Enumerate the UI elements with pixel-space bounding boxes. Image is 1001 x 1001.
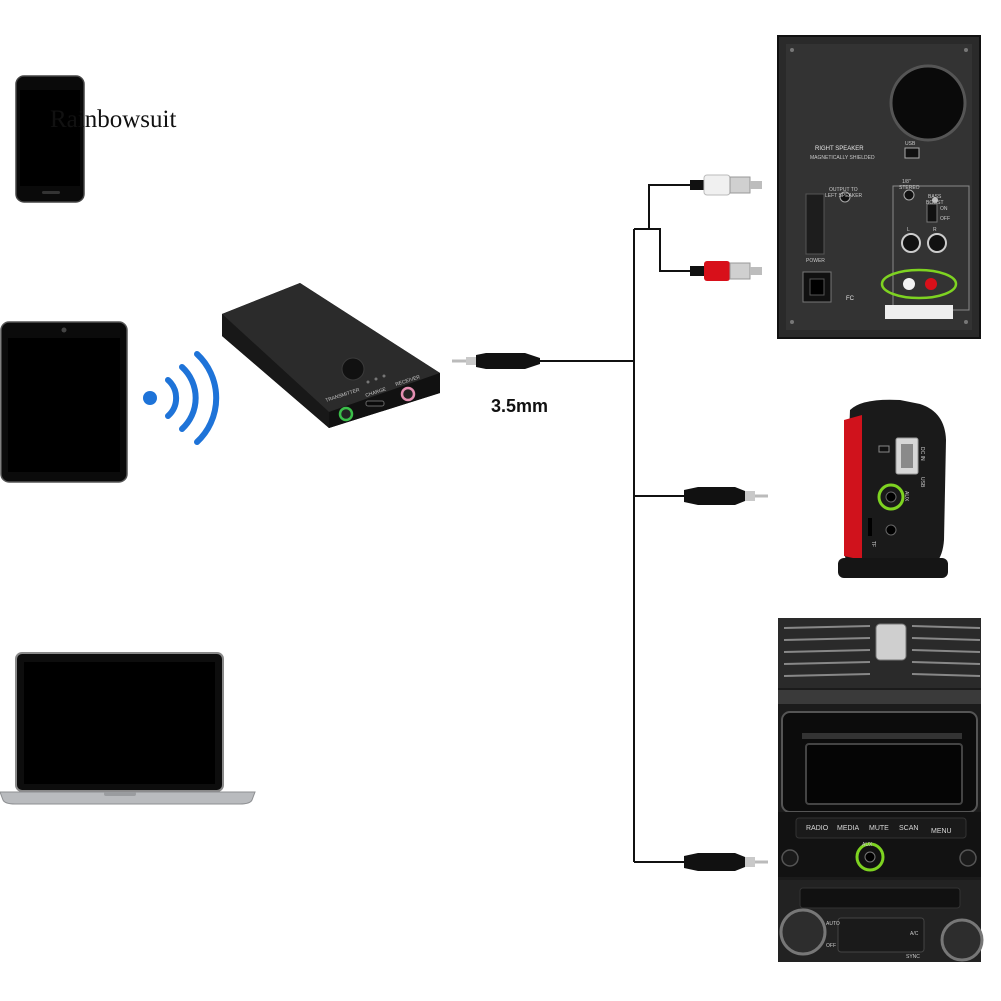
- car-sync-label: SYNC: [906, 954, 920, 960]
- car-off-label: OFF: [826, 943, 836, 949]
- speaker-stereo-label-2: STEREO: [899, 185, 920, 191]
- bluetooth-adapter: [222, 283, 440, 428]
- wireless-signal-icon: [143, 351, 220, 445]
- speaker-title: RIGHT SPEAKER: [815, 146, 864, 152]
- rca-red-plug: [690, 261, 762, 281]
- speaker-back-panel: [777, 35, 981, 339]
- smartphone-icon: [15, 75, 85, 203]
- car-button-menu: MENU: [931, 828, 952, 835]
- speaker-power-label: POWER: [806, 258, 825, 264]
- speaker-bass-label-2: BOOST: [926, 200, 944, 206]
- car-auto-label: AUTO: [826, 921, 840, 927]
- speaker-usb-label: USB: [905, 141, 916, 147]
- aux-plug-car: [684, 853, 768, 871]
- cable-size-label: 3.5mm: [491, 396, 549, 416]
- portable-usb-label: USB: [919, 477, 925, 488]
- audio-cable: [452, 184, 690, 863]
- car-button-mute: MUTE: [869, 825, 889, 832]
- portable-dc-label: DC IN: [919, 447, 925, 461]
- portable-speaker: [838, 399, 948, 578]
- portable-tf-label: TF: [870, 541, 876, 547]
- speaker-output-label: OUTPUT TO: [829, 187, 858, 193]
- speaker-subtitle: MAGNETICALLY SHIELDED: [810, 155, 875, 161]
- car-button-media: MEDIA: [837, 825, 860, 832]
- speaker-output-label-2: LEFT SPEAKER: [825, 193, 863, 199]
- car-button-scan: SCAN: [899, 825, 918, 832]
- tablet-icon: [0, 321, 128, 483]
- car-button-radio: RADIO: [806, 825, 829, 832]
- speaker-on-label: ON: [940, 206, 948, 212]
- speaker-off-label: OFF: [940, 216, 950, 222]
- aux-plug-portable: [684, 487, 768, 505]
- speaker-bass-label: BASS: [928, 194, 942, 200]
- watermark: Rainbowsuit: [50, 106, 177, 133]
- car-aux-label: AUX: [862, 842, 873, 848]
- speaker-left-label: L: [907, 227, 910, 233]
- laptop-icon: [0, 652, 256, 805]
- car-ac-label: A/C: [910, 931, 919, 937]
- speaker-fcc-label: FC: [846, 296, 855, 302]
- car-dashboard: [778, 618, 984, 962]
- speaker-right-label: R: [933, 227, 937, 233]
- speaker-stereo-label: 1/8": [902, 179, 911, 185]
- rca-white-plug: [690, 174, 762, 196]
- portable-aux-label: AUX: [903, 491, 909, 502]
